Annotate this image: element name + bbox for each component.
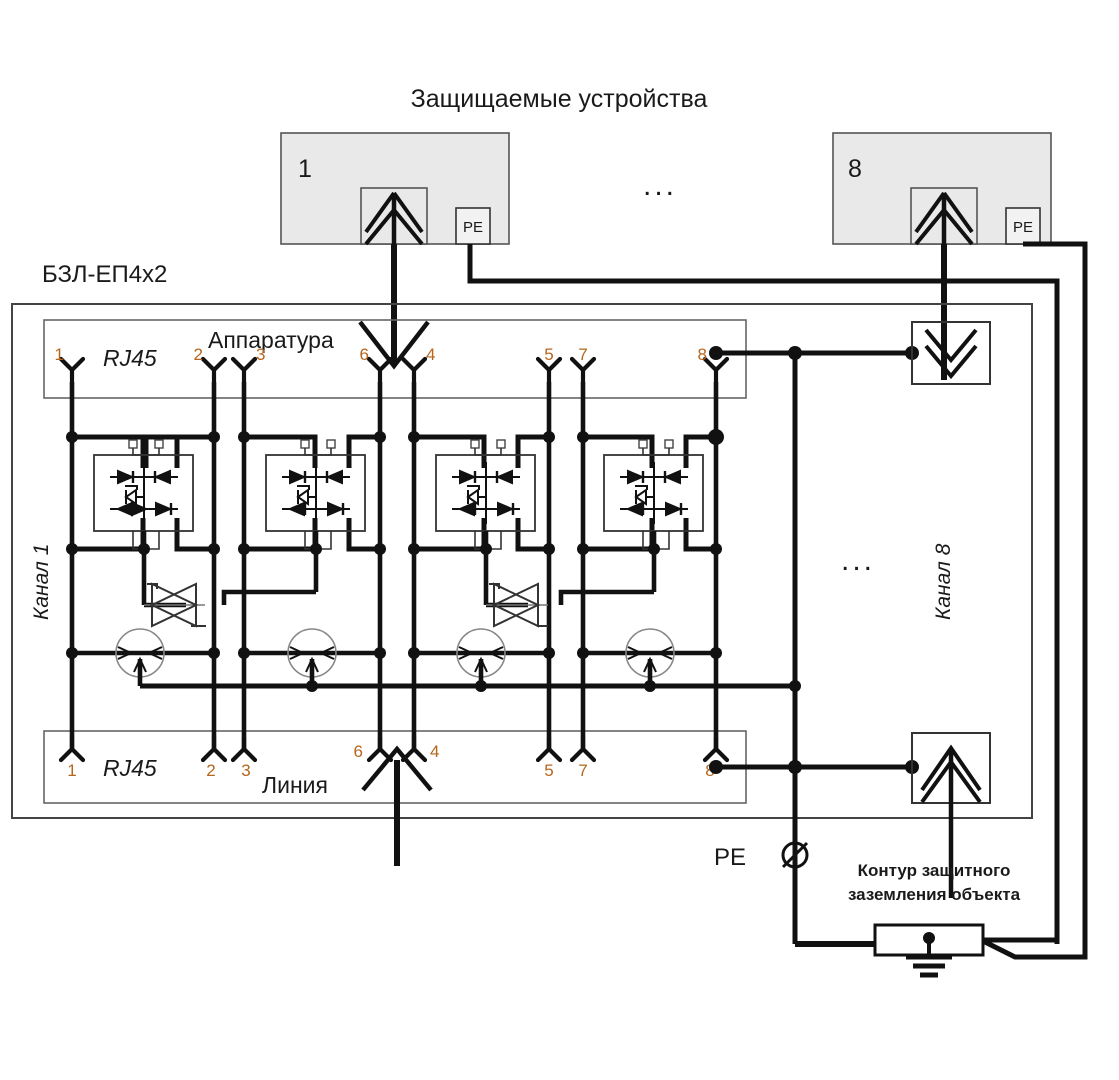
- unit-enclosure: [11, 303, 1033, 819]
- pin-label: 2: [206, 761, 215, 780]
- pin-label: 4: [426, 345, 435, 364]
- device-number: 1: [298, 155, 312, 183]
- ground-caption-line1: Контур защитного: [858, 861, 1011, 880]
- equipment-row-box: [43, 319, 747, 399]
- arrow-up-icon-line: [361, 745, 433, 866]
- device-pe-terminal: PE: [1005, 207, 1041, 245]
- pin-label: 7: [578, 345, 587, 364]
- bidirectional-tvs-icon-1: [144, 582, 206, 628]
- device-pe-terminal: PE: [455, 207, 491, 245]
- pe-label: PE: [1013, 219, 1033, 236]
- pin-label: 3: [256, 345, 265, 364]
- chevron-down-icon: [911, 321, 991, 385]
- protection-module-1: [66, 431, 220, 608]
- gas-discharge-tube-icon-4: [577, 628, 722, 692]
- gas-discharge-tube-icon-3: [408, 628, 555, 692]
- device-number: 8: [848, 155, 862, 183]
- chevron-up-icon: [911, 732, 991, 898]
- gas-discharge-tube-icon-2: [238, 628, 386, 692]
- ground-right-lead-2: [981, 938, 1088, 960]
- rj45-pin-icon: [705, 359, 727, 382]
- unit-label: БЗЛ-ЕП4х2: [42, 261, 167, 288]
- pin-label: 8: [698, 345, 707, 364]
- junction-dot: [788, 346, 802, 360]
- protection-module-2: [221, 431, 386, 605]
- pin-label: 1: [55, 345, 64, 364]
- equipment-connector-row: RJ45 Аппаратура 1 2 3 6 4 5 7 8: [43, 319, 747, 399]
- ground-caption-line2: заземления объекта: [848, 885, 1021, 904]
- line-connector-row: RJ45 Линия 1 2 3 6 4 5 7 8: [43, 730, 747, 804]
- pe-terminal-symbol: [781, 841, 809, 869]
- protected-device-1: 1 PE: [280, 132, 510, 246]
- equipment-section-label: Аппаратура: [208, 327, 334, 353]
- rj45-pin-icon: [61, 359, 83, 382]
- line-rj45-label: RJ45: [103, 755, 157, 781]
- pin-label: 6: [360, 345, 369, 364]
- bidirectional-tvs-icon-2: [486, 582, 548, 628]
- ground-right-lead-1: [983, 937, 1060, 944]
- diagram-title: Защищаемые устройства: [411, 85, 708, 113]
- junction-dot: [709, 346, 723, 360]
- pin-label: 5: [544, 761, 553, 780]
- surge-arrester-up-icon: [910, 187, 978, 246]
- channels-ellipsis: ...: [841, 544, 875, 577]
- device8-pe-wire: [1023, 241, 1088, 940]
- pin-label: 3: [241, 761, 250, 780]
- protection-module-4: [558, 429, 724, 605]
- arrow-down-icon-device1: [358, 244, 430, 370]
- pin-label: 1: [67, 761, 76, 780]
- junction-dot: [709, 760, 723, 774]
- channel-last-label: Канал 8: [932, 543, 955, 620]
- gas-discharge-tube-icon-1: [66, 628, 220, 686]
- pin-label: 2: [194, 345, 203, 364]
- protected-device-8: 8 PE: [832, 132, 1052, 246]
- earth-ground-icon: [906, 932, 952, 978]
- rj45-pin-icon: [203, 359, 225, 382]
- pin-label: 5: [544, 345, 553, 364]
- pin-label: 6: [354, 742, 363, 761]
- surge-arrester-up-icon: [360, 187, 428, 246]
- rj45-pin-icon: [403, 359, 425, 382]
- pe-terminal-label: PE: [714, 844, 746, 871]
- equipment-rj45-label: RJ45: [103, 345, 157, 371]
- channel-first-label: Канал 1: [30, 544, 53, 620]
- line-section-label: Линия: [262, 772, 328, 798]
- pin-label: 7: [578, 761, 587, 780]
- device1-pe-wire: [467, 244, 1060, 944]
- pe-label: PE: [463, 219, 483, 236]
- pin-label: 4: [430, 742, 439, 761]
- protection-module-3: [408, 431, 555, 608]
- rj45-pin-icon: [233, 359, 255, 382]
- devices-ellipsis: ...: [643, 169, 677, 202]
- rj45-pin-icon: [369, 359, 391, 382]
